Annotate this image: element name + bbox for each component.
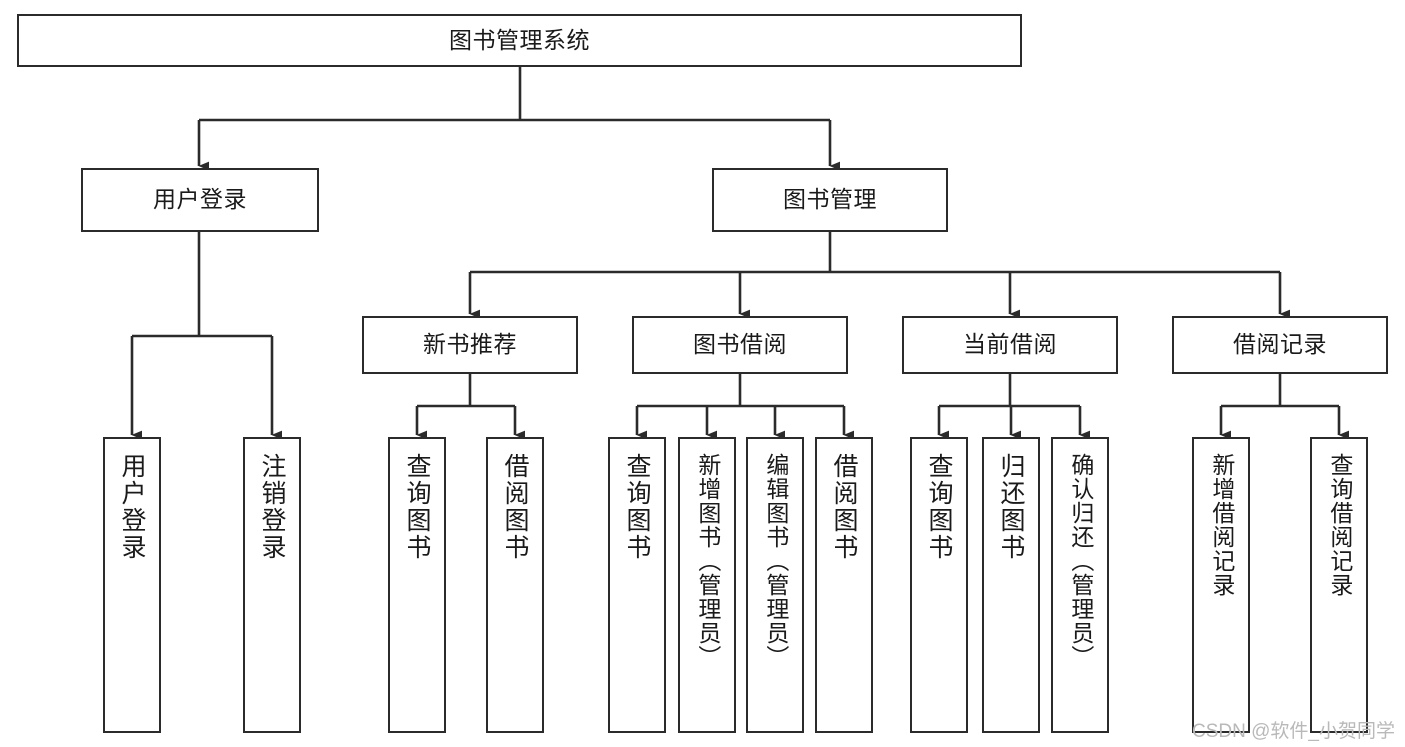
node-leaf-query-book-3-label: 查询图书 <box>925 453 953 561</box>
watermark-credit: CSDN @软件_小贺同学 <box>1192 721 1395 742</box>
node-book-borrow[interactable]: 图书借阅 <box>632 316 848 374</box>
node-user-login[interactable]: 用户登录 <box>81 168 319 232</box>
node-leaf-add-borrow-record[interactable]: 新增借阅记录 <box>1192 437 1250 733</box>
node-new-book-recommend[interactable]: 新书推荐 <box>362 316 578 374</box>
node-leaf-query-book-3[interactable]: 查询图书 <box>910 437 968 733</box>
node-leaf-return-book-label: 归还图书 <box>997 453 1025 561</box>
node-current-borrow-label: 当前借阅 <box>963 331 1057 358</box>
node-leaf-return-book[interactable]: 归还图书 <box>982 437 1040 733</box>
node-user-login-label: 用户登录 <box>153 186 247 213</box>
node-leaf-borrow-book-2-label: 借阅图书 <box>830 453 858 561</box>
node-leaf-confirm-return[interactable]: 确认归还（管理员） <box>1051 437 1109 733</box>
node-leaf-add-book[interactable]: 新增图书（管理员） <box>678 437 736 733</box>
node-leaf-edit-book[interactable]: 编辑图书（管理员） <box>746 437 804 733</box>
node-leaf-confirm-return-label: 确认归还（管理员） <box>1067 453 1094 669</box>
node-leaf-query-borrow-record[interactable]: 查询借阅记录 <box>1310 437 1368 733</box>
node-leaf-edit-book-label: 编辑图书（管理员） <box>762 453 789 669</box>
node-leaf-query-book-2-label: 查询图书 <box>623 453 651 561</box>
node-leaf-borrow-book-2[interactable]: 借阅图书 <box>815 437 873 733</box>
node-book-management[interactable]: 图书管理 <box>712 168 948 232</box>
node-leaf-user-login[interactable]: 用户登录 <box>103 437 161 733</box>
node-leaf-borrow-book-1-label: 借阅图书 <box>501 453 529 561</box>
node-leaf-query-borrow-record-label: 查询借阅记录 <box>1326 453 1353 597</box>
node-root-system[interactable]: 图书管理系统 <box>17 14 1022 67</box>
node-book-management-label: 图书管理 <box>783 186 877 213</box>
node-book-borrow-label: 图书借阅 <box>693 331 787 358</box>
node-leaf-borrow-book-1[interactable]: 借阅图书 <box>486 437 544 733</box>
node-leaf-add-borrow-record-label: 新增借阅记录 <box>1208 453 1235 597</box>
node-leaf-query-book-1-label: 查询图书 <box>403 453 431 561</box>
node-new-book-recommend-label: 新书推荐 <box>423 331 517 358</box>
node-borrow-record-label: 借阅记录 <box>1233 331 1327 358</box>
node-leaf-query-book-1[interactable]: 查询图书 <box>388 437 446 733</box>
node-borrow-record[interactable]: 借阅记录 <box>1172 316 1388 374</box>
node-leaf-add-book-label: 新增图书（管理员） <box>694 453 721 669</box>
node-current-borrow[interactable]: 当前借阅 <box>902 316 1118 374</box>
node-leaf-query-book-2[interactable]: 查询图书 <box>608 437 666 733</box>
node-leaf-user-logout-label: 注销登录 <box>258 453 286 561</box>
node-leaf-user-login-label: 用户登录 <box>118 453 146 561</box>
node-leaf-user-logout[interactable]: 注销登录 <box>243 437 301 733</box>
node-root-label: 图书管理系统 <box>449 26 590 53</box>
